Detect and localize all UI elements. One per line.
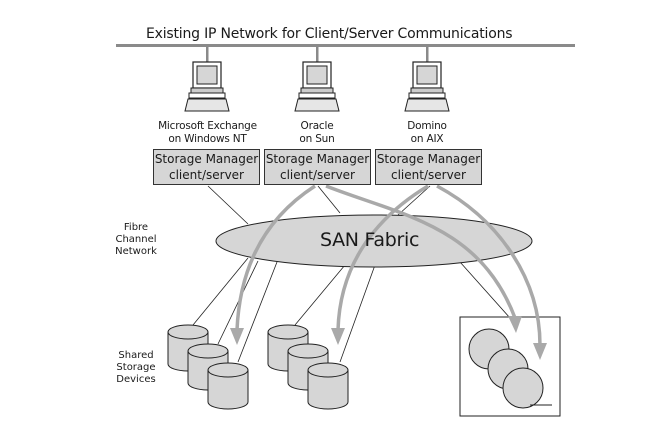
arrow-head xyxy=(533,343,547,360)
network-drop-2 xyxy=(316,47,319,62)
workstation-icon xyxy=(184,61,450,112)
fc-links-upper xyxy=(207,185,431,225)
host-label-exchange: Microsoft Exchange on Windows NT xyxy=(150,120,265,146)
side-label-line: Storage xyxy=(116,362,156,373)
side-label-line: Fibre xyxy=(123,222,149,233)
network-drop-1 xyxy=(206,47,209,62)
arrow-heads xyxy=(230,316,547,360)
host-label-domino: Domino on AIX xyxy=(372,120,482,146)
sm-box-line2: client/server xyxy=(391,168,466,182)
host-label-oracle: Oracle on Sun xyxy=(262,120,372,146)
arrow-head xyxy=(331,328,345,345)
sm-box-line2: client/server xyxy=(280,168,355,182)
san-fabric-label: SAN Fabric xyxy=(320,229,420,251)
host-label-line1: Oracle xyxy=(300,120,334,132)
side-label-line: Network xyxy=(115,246,157,257)
host-label-line2: on Windows NT xyxy=(168,133,247,145)
side-label-line: Devices xyxy=(116,374,156,385)
sm-box-line2: client/server xyxy=(169,168,244,182)
ip-network-title: Existing IP Network for Client/Server Co… xyxy=(146,26,513,42)
sm-box-line1: Storage Manager xyxy=(154,152,259,166)
storage-manager-box-domino: Storage Manager client/server xyxy=(375,149,482,185)
disk-drive-icon xyxy=(307,362,349,410)
arrow-head xyxy=(230,328,244,345)
sm-box-line1: Storage Manager xyxy=(265,152,370,166)
flow-arrow-domino-to-disks2 xyxy=(336,184,429,331)
workstation-oracle-icon xyxy=(294,61,340,112)
side-label-line: Channel xyxy=(115,234,157,245)
tape-library xyxy=(459,316,561,417)
host-label-line1: Microsoft Exchange xyxy=(158,120,257,132)
san-fabric xyxy=(215,214,533,268)
shared-storage-devices-label: Shared Storage Devices xyxy=(108,350,164,386)
disk-drive-icon xyxy=(207,362,249,410)
host-label-line2: on AIX xyxy=(410,133,444,145)
storage-manager-box-exchange: Storage Manager client/server xyxy=(153,149,260,185)
flow-arrow-oracle-to-disks1 xyxy=(235,184,316,331)
workstation-domino-icon xyxy=(404,61,450,112)
shared-storage-devices xyxy=(167,324,349,410)
side-label-line: Shared xyxy=(118,350,154,361)
data-flow-arrows xyxy=(235,184,542,346)
network-drop-3 xyxy=(426,47,429,62)
sm-box-line1: Storage Manager xyxy=(376,152,481,166)
host-label-line2: on Sun xyxy=(299,133,335,145)
ip-network-bar xyxy=(116,44,575,47)
workstation-exchange-icon xyxy=(184,61,230,112)
fibre-channel-network-label: Fibre Channel Network xyxy=(108,222,164,258)
arrow-head xyxy=(508,316,522,333)
storage-manager-box-oracle: Storage Manager client/server xyxy=(264,149,371,185)
flow-arrow-domino-to-tape xyxy=(436,184,542,346)
host-label-line1: Domino xyxy=(407,120,447,132)
tape-media xyxy=(502,367,544,409)
flow-arrow-oracle-to-tape xyxy=(325,184,517,319)
